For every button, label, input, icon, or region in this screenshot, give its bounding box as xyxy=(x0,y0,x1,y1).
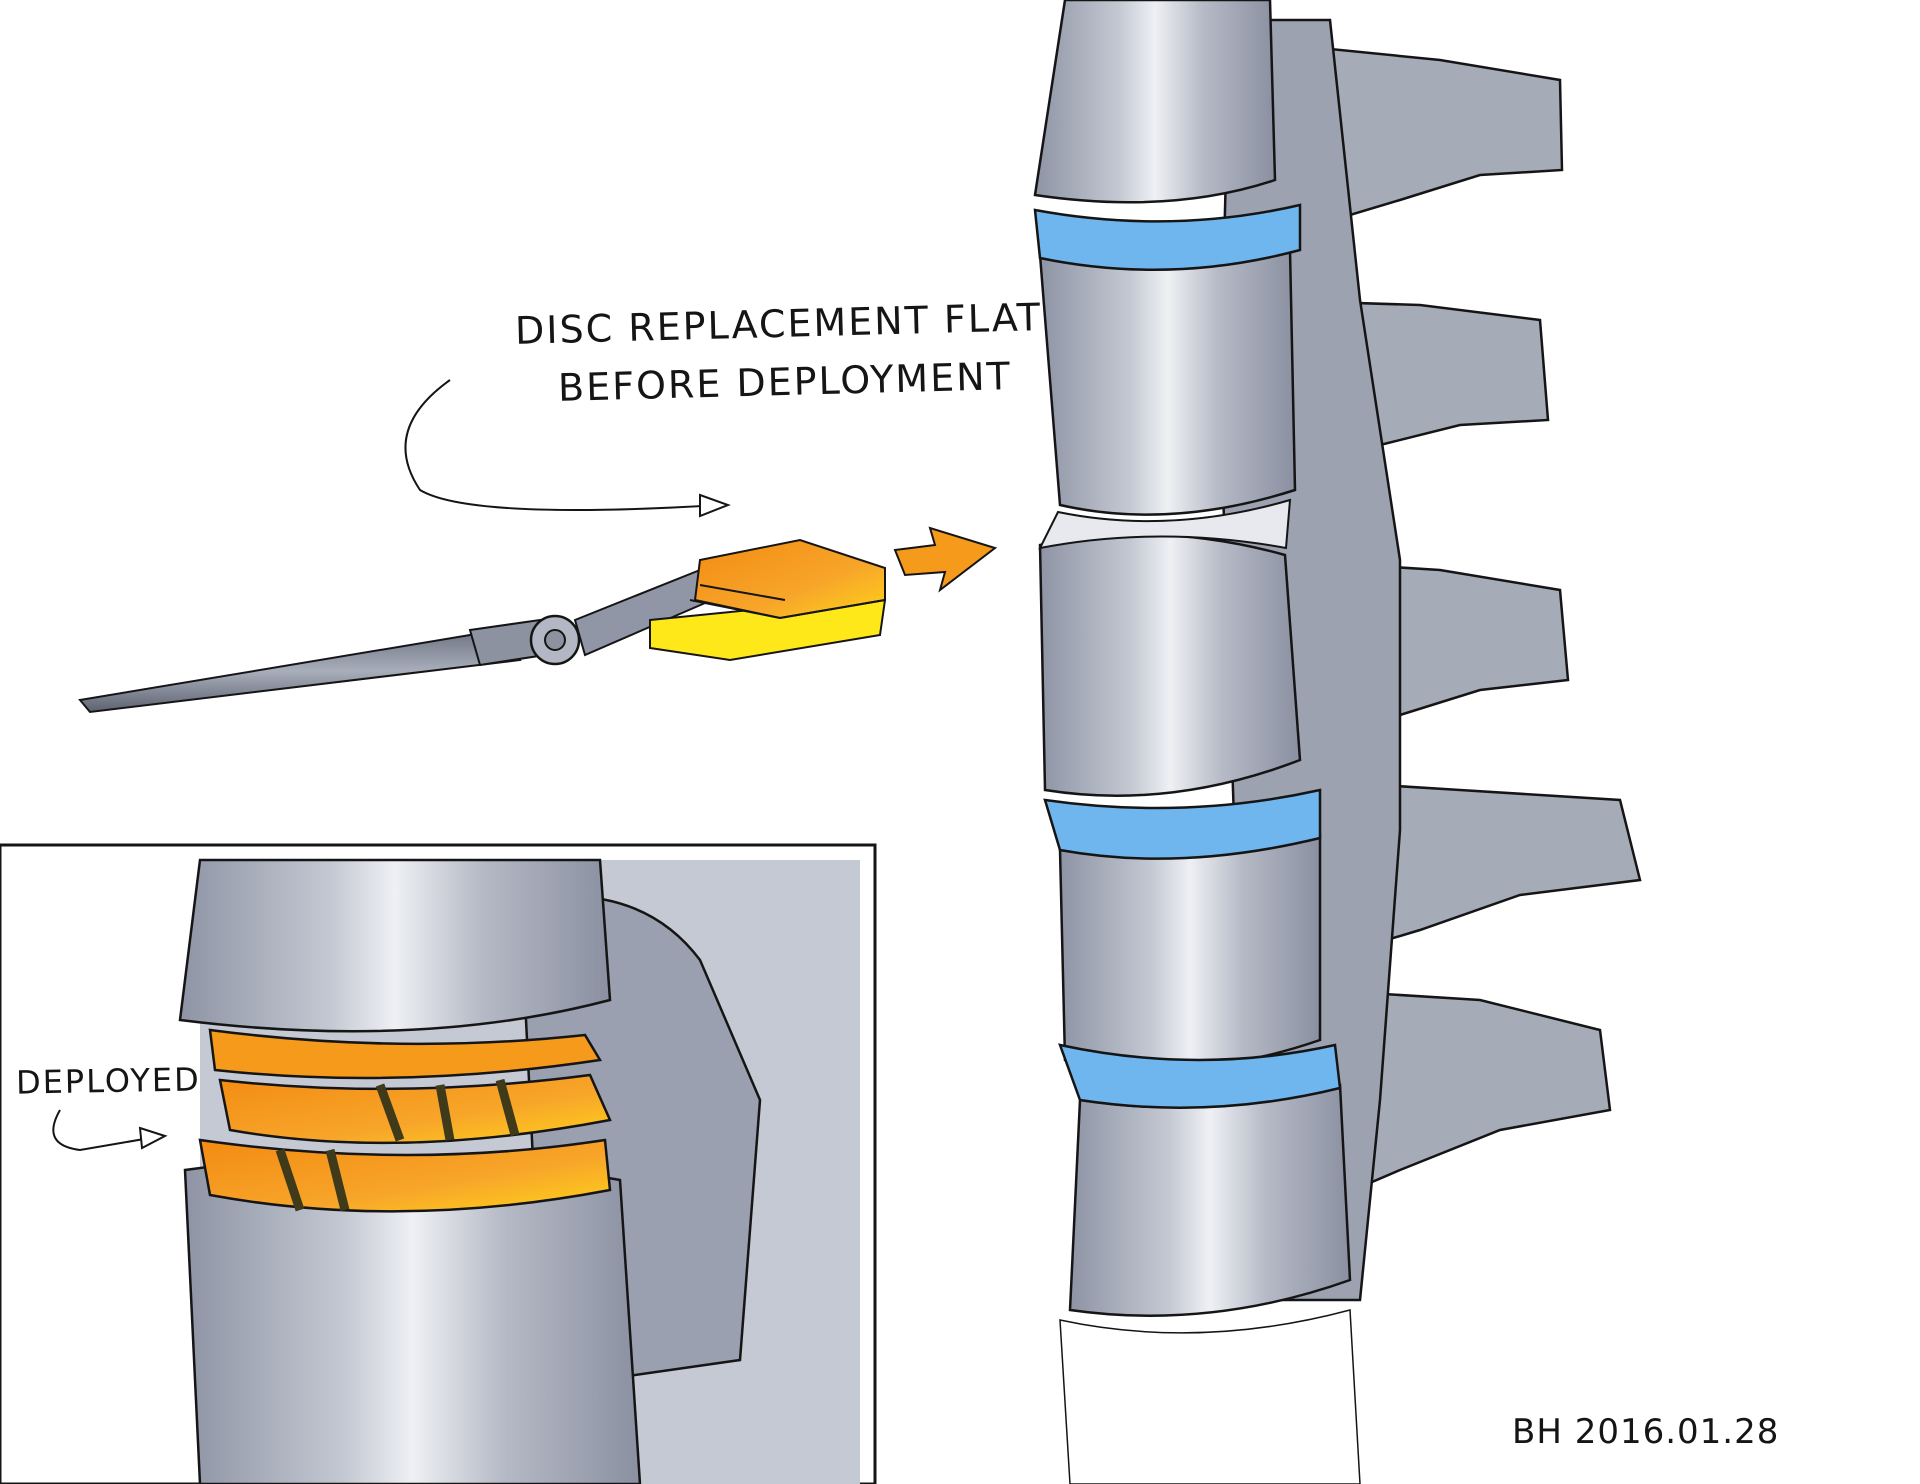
vertebral-bodies xyxy=(1033,0,1352,1317)
vertebra-1 xyxy=(1033,0,1277,204)
vertebra-5 xyxy=(1068,1083,1352,1317)
spine-column xyxy=(1033,0,1642,1484)
disc-lower xyxy=(1058,1043,1342,1109)
orange-direction-arrow-icon xyxy=(893,526,998,593)
flat-implant xyxy=(649,538,887,662)
empty-disc-space xyxy=(1038,498,1292,550)
insertion-instrument xyxy=(78,568,714,714)
disc-upper xyxy=(1033,203,1302,271)
deployed-inset xyxy=(0,843,877,1484)
vertebra-3 xyxy=(1038,533,1302,797)
vertebra-2 xyxy=(1038,248,1297,516)
vertebra-4 xyxy=(1058,833,1322,1071)
disc-middle xyxy=(1043,788,1322,860)
deployed-pointer-arrow xyxy=(52,1109,151,1152)
intervertebral-discs xyxy=(1033,203,1342,1109)
deployed-implant xyxy=(198,1028,612,1213)
title-pointer-arrow xyxy=(404,379,721,511)
vertebra-outline-lower xyxy=(1059,1309,1361,1484)
instrument-shaft xyxy=(78,628,522,714)
signature: BH 2016.01.28 xyxy=(1512,1412,1780,1452)
deployed-pointer-arrowhead-icon xyxy=(138,1126,168,1150)
title-pointer-arrowhead-icon xyxy=(699,493,731,518)
inset-upper-vertebra xyxy=(178,858,612,1033)
deployed-label: Deployed xyxy=(15,1060,202,1102)
